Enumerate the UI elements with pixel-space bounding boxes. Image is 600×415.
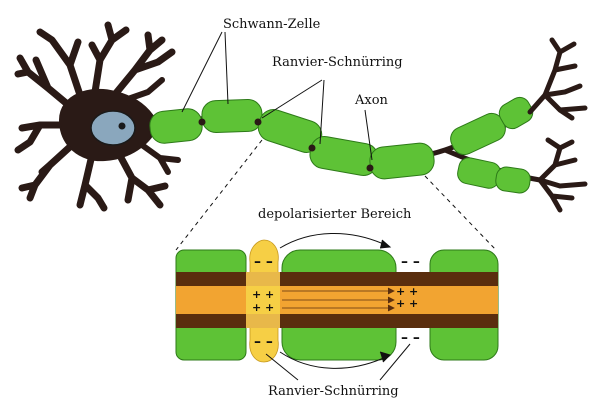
charge-plus-left-2: + + — [252, 301, 274, 314]
node-dot — [254, 118, 262, 126]
terminal-branch — [537, 137, 578, 183]
charge-plus-right-1: + + — [396, 285, 418, 298]
leader-schwann-2 — [224, 31, 229, 105]
leader-lines — [181, 31, 373, 161]
neuron-cell — [14, 21, 181, 212]
charge-minus-bottom-left: – – — [254, 334, 273, 350]
myelin-sheath — [457, 157, 501, 189]
arrowhead-bottom — [379, 351, 391, 363]
axon-myelinated — [149, 96, 541, 194]
membrane-band-top — [176, 272, 498, 286]
depolarized-band-bottom — [246, 314, 280, 328]
nucleus — [90, 110, 136, 146]
label-axon: Axon — [354, 93, 389, 108]
dendrite — [108, 31, 176, 102]
arrowhead-top — [379, 239, 392, 249]
arrowhead — [387, 287, 395, 295]
bottom-leader-lines — [265, 343, 411, 381]
depolarized-band-top — [246, 272, 280, 286]
dendrite — [18, 141, 76, 202]
ranvier-nodes — [198, 118, 374, 172]
myelin-sheath — [495, 166, 531, 194]
dendrite — [36, 28, 84, 99]
leader-ranvier-1 — [261, 79, 323, 119]
leader-ranvier-2 — [319, 79, 325, 145]
node-dot — [198, 118, 206, 126]
charge-minus-top-right: – – — [401, 254, 420, 270]
charge-minus-top-left: – – — [254, 254, 273, 270]
dendrite — [88, 21, 130, 96]
myelin-sheath — [201, 98, 263, 134]
zoom-lines — [175, 139, 497, 251]
arrowhead — [387, 304, 395, 312]
leader-schwann-1 — [181, 31, 223, 113]
zoom-line-right — [424, 175, 497, 251]
terminal-branch — [527, 37, 583, 115]
dendrite — [114, 148, 169, 209]
nucleolus — [118, 122, 126, 130]
dendrite — [76, 151, 108, 212]
internal-current-arrows — [282, 287, 395, 312]
terminal-branch — [537, 177, 588, 213]
label-schwann-cell: Schwann-Zelle — [223, 17, 321, 32]
myelin-sheath — [498, 96, 534, 130]
node-dot — [308, 144, 316, 152]
label-ranvier-node-top: Ranvier-Schnürring — [272, 55, 403, 70]
myelin-sheath — [149, 108, 203, 144]
dendrite — [14, 54, 76, 112]
label-depolarized-region: depolarisierter Bereich — [258, 207, 412, 222]
arrowhead — [387, 296, 395, 304]
charge-plus-left-1: + + — [252, 288, 274, 301]
leader-ranvier-bottom-2 — [379, 343, 411, 381]
label-ranvier-node-bottom: Ranvier-Schnürring — [268, 384, 399, 399]
dendrite — [122, 77, 165, 103]
axon-inset: – – – – – – – – + + + + + + + + — [175, 232, 499, 381]
membrane-band-bottom — [176, 314, 498, 328]
dendrite — [14, 121, 72, 154]
myelin-sheath — [369, 142, 435, 180]
outer-arrow-top — [279, 232, 389, 249]
node-dot — [366, 164, 374, 172]
terminal-branch — [542, 92, 588, 121]
myelin-segments — [149, 96, 534, 194]
zoom-line-left — [175, 139, 263, 251]
depolarized-core — [246, 286, 280, 314]
axon-terminals — [527, 37, 588, 213]
charge-plus-right-2: + + — [396, 297, 418, 310]
external-current-arrows — [279, 232, 392, 369]
charge-minus-bottom-right: – – — [401, 330, 420, 346]
leader-axon — [364, 109, 373, 161]
leader-ranvier-bottom-1 — [265, 353, 299, 381]
outer-arrow-bottom — [279, 351, 389, 369]
